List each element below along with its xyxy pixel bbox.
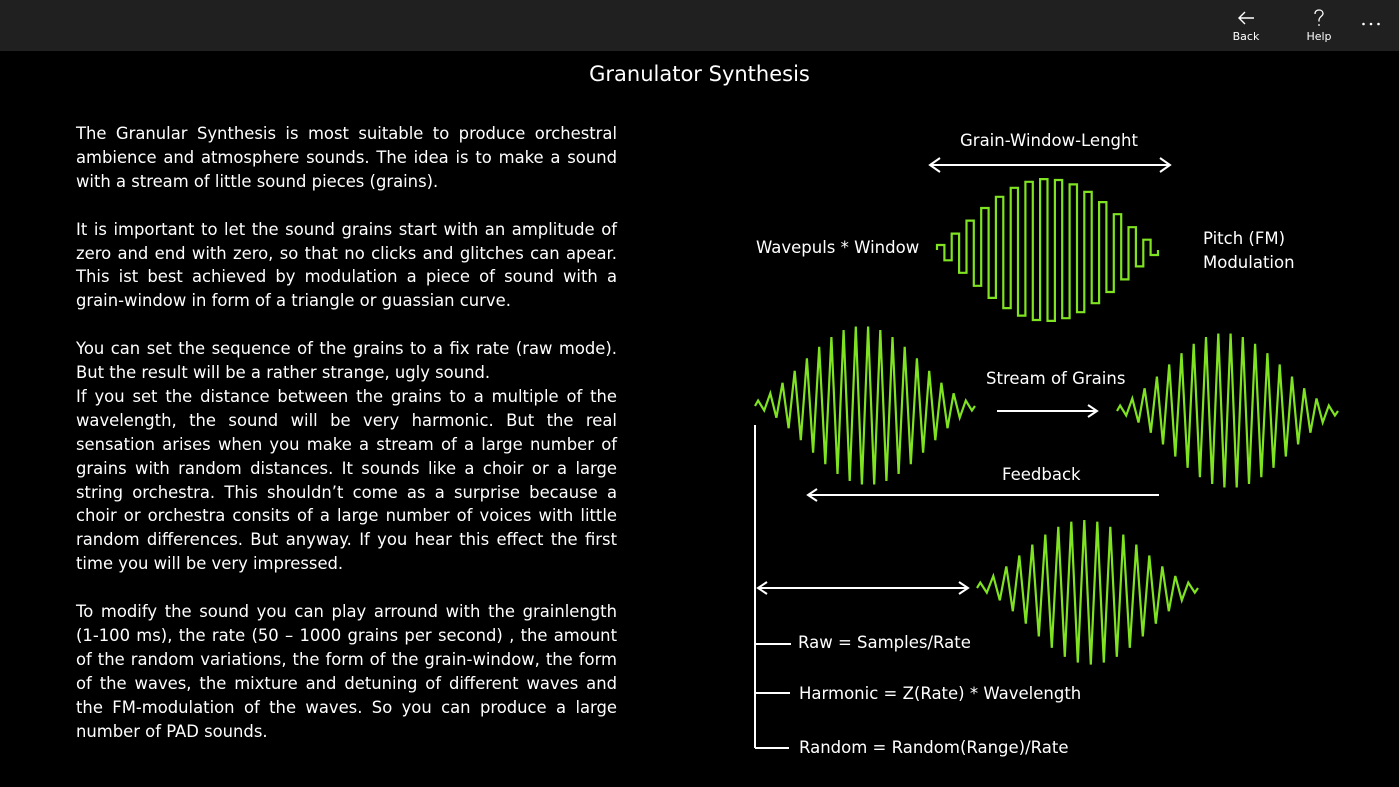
stream-of-grains-label: Stream of Grains	[986, 369, 1126, 388]
article-body: The Granular Synthesis is most suitable …	[76, 122, 617, 767]
paragraph-amplitude: It is important to let the sound grains …	[76, 219, 617, 311]
square-wave-grain-icon	[935, 178, 1160, 322]
help-label: Help	[1306, 30, 1332, 43]
raw-mode-label: Raw = Samples/Rate	[798, 633, 971, 652]
random-mode-label: Random = Random(Range)/Rate	[799, 738, 1069, 757]
diagram-graphics	[754, 157, 1339, 749]
help-button[interactable]: Help	[1287, 0, 1351, 51]
back-label: Back	[1232, 30, 1260, 43]
grain-waveform-bottom-icon	[976, 519, 1199, 665]
arrow-left-icon	[1237, 7, 1255, 29]
granular-synthesis-diagram: Grain-Window-Lenght Wavepuls * Window Pi…	[740, 120, 1360, 780]
grain-window-length-label: Grain-Window-Lenght	[960, 131, 1138, 150]
feedback-arrow	[806, 488, 1159, 502]
question-mark-icon	[1313, 7, 1325, 29]
feedback-label: Feedback	[1002, 465, 1081, 484]
pitch-fm-label: Pitch (FM)	[1203, 229, 1286, 248]
more-options-button[interactable]	[1356, 0, 1386, 40]
grain-distance-arrow	[756, 581, 970, 595]
more-ellipsis-icon	[1361, 11, 1381, 30]
paragraph-intro: The Granular Synthesis is most suitable …	[76, 124, 617, 191]
modulation-label: Modulation	[1203, 253, 1295, 272]
paragraph-harmonic: If you set the distance between the grai…	[76, 386, 617, 574]
harmonic-mode-label: Harmonic = Z(Rate) * Wavelength	[799, 684, 1082, 703]
wavepuls-window-label: Wavepuls * Window	[756, 238, 920, 257]
grain-window-length-arrow	[928, 157, 1172, 173]
grain-waveform-right-icon	[1116, 333, 1339, 488]
grain-waveform-left-icon	[754, 326, 976, 485]
paragraph-modify: To modify the sound you can play arround…	[76, 602, 617, 741]
page-title: Granulator Synthesis	[589, 62, 810, 86]
mode-bracket	[754, 425, 791, 749]
stream-arrow	[997, 404, 1099, 418]
app-command-bar: Back Help	[0, 0, 1399, 51]
paragraph-raw-mode: You can set the sequence of the grains t…	[76, 339, 617, 383]
back-button[interactable]: Back	[1214, 0, 1278, 51]
